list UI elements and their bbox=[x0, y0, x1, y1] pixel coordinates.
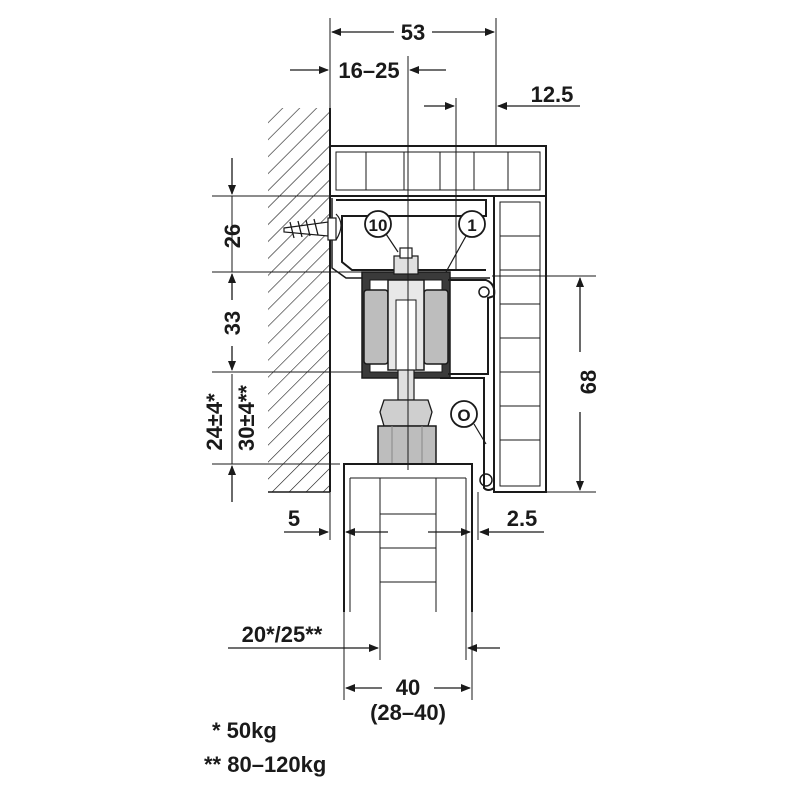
door-clamp bbox=[377, 425, 437, 465]
suspension-bolt bbox=[379, 369, 433, 427]
dim-24-30: 24±4* 30±4** bbox=[202, 374, 259, 502]
dim-label-24-4: 24±4* bbox=[202, 393, 227, 451]
screw-icon bbox=[283, 217, 337, 241]
reference-lines bbox=[212, 18, 596, 700]
dim-label-5: 5 bbox=[288, 506, 300, 531]
dim-label-53: 53 bbox=[401, 20, 425, 45]
side-cover-profile bbox=[493, 195, 547, 493]
dim-label-68: 68 bbox=[576, 370, 601, 394]
dim-40: 40 (28–40) bbox=[345, 675, 471, 725]
roller-carriage bbox=[363, 247, 449, 371]
dim-5: 5 bbox=[284, 506, 388, 536]
dim-label-30-4: 30±4** bbox=[234, 385, 259, 451]
callout-label-o: O bbox=[457, 406, 470, 425]
dim-label-26: 26 bbox=[220, 224, 245, 248]
dim-label-2-5: 2.5 bbox=[507, 506, 538, 531]
legend-line-2: ** 80–120kg bbox=[204, 752, 326, 777]
weight-legend: * 50kg ** 80–120kg bbox=[204, 718, 326, 777]
door-panel bbox=[343, 463, 473, 612]
top-cover-profile bbox=[329, 145, 547, 197]
dim-26: 26 bbox=[220, 158, 245, 272]
dim-20-25: 20*/25** bbox=[228, 622, 500, 652]
callout-o: O bbox=[450, 400, 487, 445]
dim-33: 33 bbox=[220, 273, 245, 371]
dim-label-12-5: 12.5 bbox=[531, 82, 574, 107]
dim-label-20-25: 20*/25** bbox=[242, 622, 323, 647]
callout-label-10: 10 bbox=[369, 216, 388, 235]
dim-label-33: 33 bbox=[220, 311, 245, 335]
callout-10: 10 bbox=[364, 210, 399, 253]
dim-16-25: 16–25 bbox=[290, 58, 446, 83]
callout-label-1: 1 bbox=[467, 216, 476, 235]
dim-label-28-40: (28–40) bbox=[370, 700, 446, 725]
dim-label-40: 40 bbox=[396, 675, 420, 700]
dim-53: 53 bbox=[331, 20, 495, 45]
dim-label-16-25: 16–25 bbox=[338, 58, 399, 83]
callout-1: 1 bbox=[445, 210, 486, 273]
dim-2-5: 2.5 bbox=[428, 506, 544, 536]
dim-68: 68 bbox=[576, 277, 601, 491]
dim-12-5: 12.5 bbox=[424, 82, 580, 110]
wall bbox=[268, 108, 331, 493]
legend-line-1: * 50kg bbox=[212, 718, 277, 743]
